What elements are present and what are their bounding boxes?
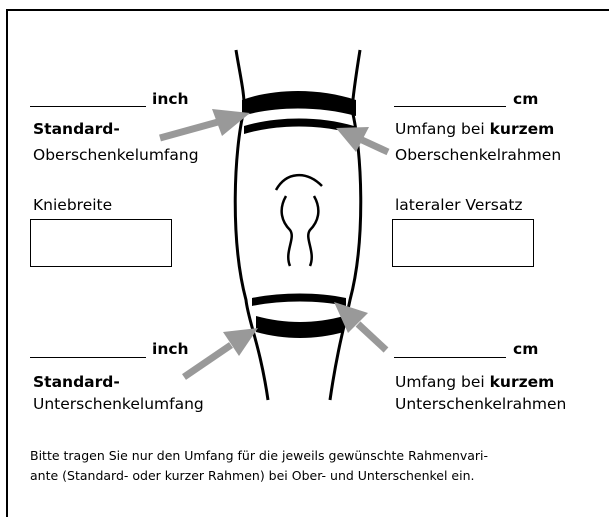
instruction-note: Bitte tragen Sie nur den Umfang für die … [30,446,595,486]
knee-width-label: Kniebreite [33,196,112,215]
short-shin-label-line1: Umfang bei kurzem [395,373,554,392]
thigh-unit-cm: cm [513,90,538,109]
shin-cm-entry-line[interactable] [394,357,506,358]
shin-band-standard [256,316,344,338]
instruction-note-line2: ante (Standard- oder kurzer Rahmen) bei … [30,466,595,486]
arrow-icon-bottom-left [184,328,258,377]
lateral-offset-label: lateraler Versatz [395,196,523,215]
lateral-offset-input[interactable] [392,219,534,267]
short-thigh-bold: kurzem [490,120,555,138]
short-thigh-label-line1: Umfang bei kurzem [395,120,554,139]
short-shin-bold: kurzem [490,373,555,391]
thigh-unit-inch: inch [152,90,189,109]
thigh-cm-entry-line[interactable] [394,106,506,107]
shin-unit-cm: cm [513,340,538,359]
arrow-icon-top-right [336,127,388,152]
shin-unit-inch: inch [152,340,189,359]
thigh-band-short [244,119,354,135]
shin-standard-label: Standard- [33,373,120,392]
kneecap-left [282,196,292,266]
thigh-inch-entry-line[interactable] [30,106,146,107]
short-shin-frame-label: Unterschenkelrahmen [395,395,566,414]
kneecap-top [276,175,322,190]
thigh-circumference-label: Oberschenkelumfang [33,146,199,165]
short-thigh-frame-label: Oberschenkelrahmen [395,146,561,165]
arrow-icon-top-left [160,109,250,138]
thigh-standard-label: Standard- [33,120,120,139]
instruction-note-line1: Bitte tragen Sie nur den Umfang für die … [30,446,595,466]
short-thigh-prefix: Umfang bei [395,120,490,138]
short-shin-prefix: Umfang bei [395,373,490,391]
kneecap-right [308,196,318,266]
shin-circumference-label: Unterschenkelumfang [33,395,204,414]
shin-band-short [252,294,346,307]
knee-width-input[interactable] [30,219,172,267]
shin-inch-entry-line[interactable] [30,357,146,358]
thigh-band-standard [242,91,356,116]
